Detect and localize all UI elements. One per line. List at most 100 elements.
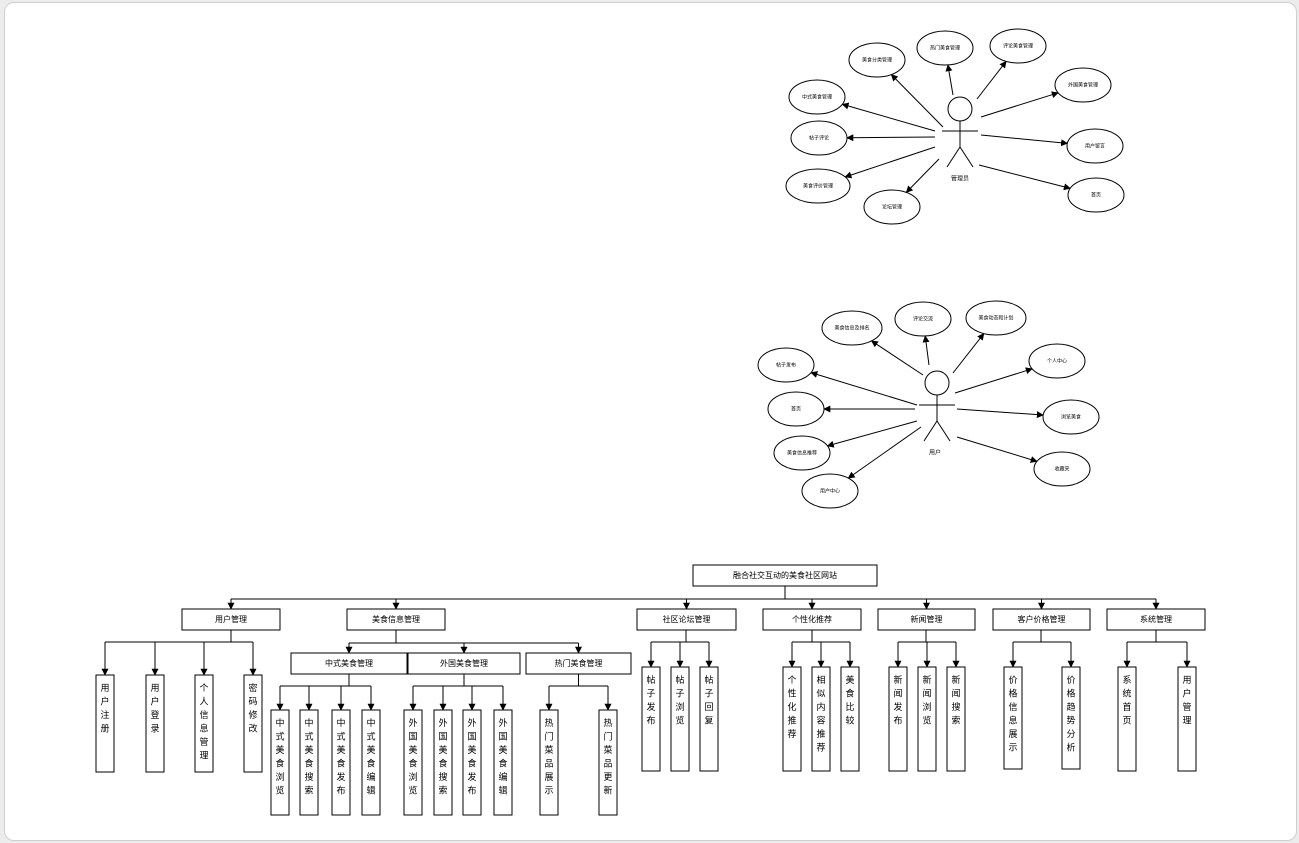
usecase-label: 个人中心 <box>1047 358 1067 365</box>
tree-leaf-box <box>270 709 290 816</box>
usecase-label: 美食评价管理 <box>803 183 833 190</box>
usecase-ellipse <box>757 347 815 383</box>
usecase-association <box>945 64 954 96</box>
usecase-ellipse <box>965 300 1027 336</box>
usecase-label: 收藏夹 <box>1054 466 1069 473</box>
tree-leaf-box <box>1117 666 1137 772</box>
usecase-association <box>978 164 1071 191</box>
tree-leaf-box <box>1003 666 1023 770</box>
tree-leaf-label: 帖子发布 <box>646 674 655 727</box>
tree-leaf-label: 外国美食搜索 <box>438 717 447 797</box>
tree-submodule-label: 外国美食管理 <box>440 658 488 668</box>
tree-leaf-box <box>641 666 661 772</box>
usecase-association <box>956 436 1038 463</box>
usecase-label: 评论美食管理 <box>1003 43 1033 50</box>
usecase-association <box>844 146 936 179</box>
usecase-ellipse <box>1066 128 1124 164</box>
tree-leaf-label: 外国美食发布 <box>467 717 476 797</box>
usecase-association <box>826 420 918 448</box>
actor-leg-left <box>946 146 961 168</box>
usecase-ellipse <box>989 28 1047 64</box>
tree-leaf-box <box>946 666 966 772</box>
tree-leaf-box <box>670 666 690 772</box>
usecase-label: 热门美食管理 <box>930 45 960 52</box>
tree-leaf-label: 热门菜品更新 <box>603 717 612 797</box>
usecase-ellipse <box>767 391 825 427</box>
tree-leaf-label: 外国美食浏览 <box>408 717 417 797</box>
tree-leaf-box <box>462 709 482 816</box>
tree-leaf-label: 密码修改 <box>248 682 257 735</box>
tree-leaf-box <box>145 674 165 773</box>
tree-module-label: 社区论坛管理 <box>663 614 711 624</box>
tree-leaf-box <box>331 709 351 816</box>
usecase-association <box>890 74 944 128</box>
usecase-association <box>922 335 930 366</box>
actor-head <box>924 370 950 396</box>
usecase-ellipse <box>801 473 859 509</box>
usecase-ellipse <box>821 310 883 346</box>
usecase-ellipse <box>1042 399 1100 435</box>
usecase-label: 中式美食管理 <box>802 94 832 101</box>
tree-leaf-box <box>493 709 513 816</box>
usecase-label: 用户中心 <box>820 488 840 495</box>
tree-module-label: 美食信息管理 <box>372 614 420 624</box>
usecase-label: 首页 <box>1091 192 1101 199</box>
usecase-ellipse <box>894 301 952 337</box>
tree-leaf-label: 帖子浏览 <box>675 674 684 727</box>
usecase-association <box>952 332 985 374</box>
usecase-ellipse <box>788 79 846 115</box>
tree-leaf-box <box>1061 666 1081 770</box>
usecase-association <box>980 134 1069 147</box>
tree-leaf-label: 外国美食编辑 <box>498 717 507 797</box>
tree-module-label: 系统管理 <box>1140 614 1172 624</box>
diagram-svg: 管理员美食分类管理热门美食管理评论美食管理外国美食管理中式美食管理帖子评论用户留… <box>95 28 1206 816</box>
tree-leaf-label: 中式美食发布 <box>336 717 345 797</box>
actor-label: 管理员 <box>951 175 969 183</box>
tree-leaf-label: 相似内容推荐 <box>816 674 825 754</box>
usecase-label: 美食分类管理 <box>862 57 892 64</box>
tree-leaf-label: 中式美食搜索 <box>304 717 313 797</box>
tree-leaf-box <box>95 674 115 773</box>
tree-leaf-box <box>917 666 937 772</box>
actor-leg-right <box>936 420 951 442</box>
tree-leaf-label: 美食比较 <box>845 674 854 727</box>
tree-module-label: 个性化推荐 <box>792 614 832 624</box>
actor-leg-left <box>923 420 938 442</box>
usecase-ellipse <box>916 30 974 66</box>
tree-leaf-label: 用户登录 <box>150 683 159 735</box>
tree-leaf-label: 新闻浏览 <box>922 674 931 727</box>
tree-leaf-label: 价格趋势分析 <box>1066 675 1075 754</box>
tree-leaf-box <box>361 709 381 816</box>
tree-leaf-label: 新闻搜索 <box>951 674 960 727</box>
tree-root-label: 融合社交互动的美食社区网站 <box>733 570 837 580</box>
tree-submodule-label: 热门美食管理 <box>555 658 603 668</box>
usecase-ellipse <box>773 435 831 471</box>
diagram-canvas: 管理员美食分类管理热门美食管理评论美食管理外国美食管理中式美食管理帖子评论用户留… <box>4 2 1297 841</box>
tree-leaf-box <box>243 674 263 773</box>
tree-leaf-box <box>598 709 618 816</box>
tree-module-label: 新闻管理 <box>911 614 943 624</box>
tree-leaf-label: 个人信息管理 <box>199 683 208 762</box>
tree-leaf-label: 中式美食浏览 <box>275 717 284 797</box>
tree-module-label: 用户管理 <box>215 614 247 624</box>
tree-leaf-box <box>840 666 860 772</box>
tree-leaf-box <box>811 666 831 772</box>
usecase-ellipse <box>1028 343 1086 379</box>
usecase-ellipse <box>1054 67 1112 103</box>
tree-leaf-label: 用户注册 <box>100 683 109 735</box>
tree-leaf-box <box>1177 666 1197 772</box>
usecase-label: 首页 <box>791 406 801 413</box>
usecase-ellipse <box>785 168 851 204</box>
tree-leaf-label: 帖子回复 <box>704 674 713 727</box>
tree-leaf-label: 热门菜品展示 <box>544 717 553 797</box>
usecase-label: 帖子发布 <box>776 362 796 369</box>
tree-leaf-label: 新闻发布 <box>893 674 902 727</box>
usecase-label: 美食信息推荐 <box>787 450 817 457</box>
tree-leaf-label: 中式美食编辑 <box>366 717 375 797</box>
usecase-label: 帖子评论 <box>809 135 829 142</box>
usecase-association <box>847 426 922 479</box>
actor-head <box>947 96 973 122</box>
usecase-ellipse <box>863 189 921 225</box>
tree-leaf-box <box>699 666 719 772</box>
tree-leaf-box <box>403 709 423 816</box>
